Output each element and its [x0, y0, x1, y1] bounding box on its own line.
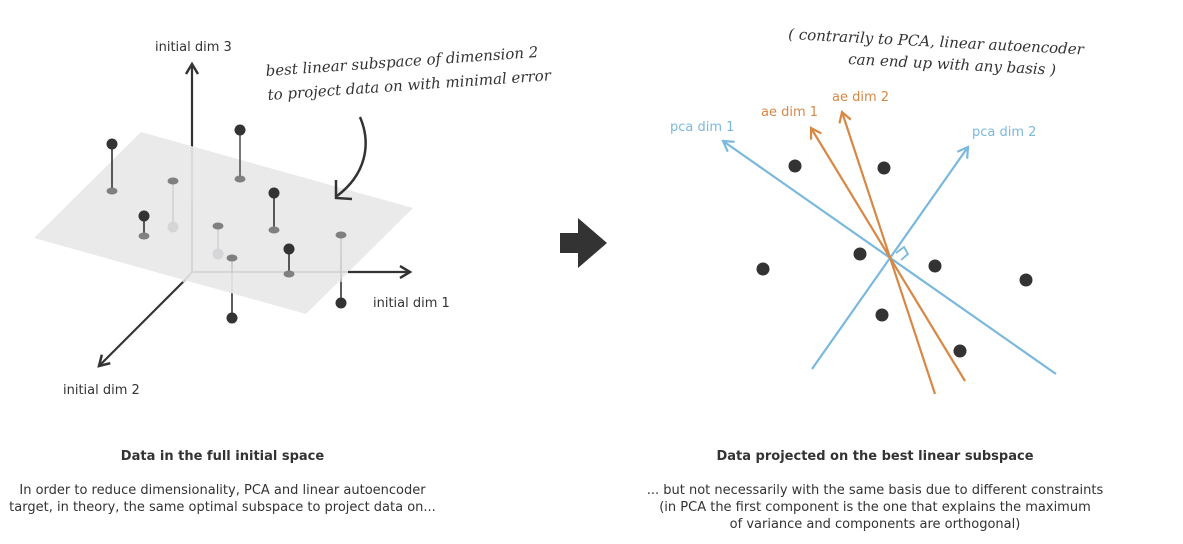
axis-label-dim2: initial dim 2 — [63, 383, 140, 398]
basis-annotation-line1: ( contrarily to PCA, linear autoencoder — [788, 25, 1085, 59]
ae-dim2-label: ae dim 2 — [832, 90, 889, 105]
projected-data-point — [877, 161, 891, 175]
projected-point — [106, 187, 118, 195]
ae-dim2-axis — [838, 109, 937, 395]
data-point-faint — [167, 221, 179, 233]
data-point — [226, 312, 238, 324]
left-panel: initial dim 3 initial dim 1 initial dim … — [34, 40, 552, 398]
right-caption-body: ... but not necessarily with the same ba… — [640, 482, 1110, 533]
projected-point — [234, 175, 246, 183]
data-point — [138, 210, 150, 222]
projected-data-point — [875, 308, 889, 322]
left-caption-line: target, in theory, the same optimal subs… — [9, 500, 436, 515]
projected-data-point — [928, 259, 942, 273]
data-point — [106, 138, 118, 150]
right-arrow-icon — [560, 218, 607, 268]
data-point-faint — [212, 248, 224, 260]
curved-pointer-arrow-icon — [336, 116, 367, 197]
projected-data-point — [1019, 273, 1033, 287]
projected-point — [335, 231, 347, 239]
projected-point — [268, 226, 280, 234]
right-panel: ( contrarily to PCA, linear autoencoder … — [670, 25, 1085, 395]
point-above-group — [106, 124, 295, 278]
projected-data-point — [853, 247, 867, 261]
pca-dim1-label: pca dim 1 — [670, 120, 734, 135]
projected-point — [167, 177, 179, 185]
right-caption-line: (in PCA the first component is the one t… — [659, 500, 1091, 515]
data-point — [268, 187, 280, 199]
left-caption-title: Data in the full initial space — [120, 449, 325, 464]
projected-data-point — [953, 344, 967, 358]
projected-point — [226, 254, 238, 262]
right-caption-title: Data projected on the best linear subspa… — [716, 449, 1034, 464]
curved-pointer-arrowhead — [334, 180, 353, 201]
axis-dim2 — [99, 278, 187, 366]
projected-point — [212, 222, 224, 230]
projected-point — [283, 270, 295, 278]
axis-label-dim3: initial dim 3 — [155, 40, 232, 55]
right-caption: Data projected on the best linear subspa… — [640, 449, 1110, 533]
projected-data-point — [756, 262, 770, 276]
data-point — [335, 297, 347, 309]
right-angle-marker — [895, 245, 910, 261]
axis-dim2-on-plane — [182, 271, 193, 283]
left-caption-line: In order to reduce dimensionality, PCA a… — [19, 483, 426, 498]
ae-dim1-label: ae dim 1 — [761, 105, 818, 120]
right-caption-line: of variance and components are orthogona… — [729, 517, 1021, 532]
data-point — [283, 243, 295, 255]
projected-data-point — [788, 159, 802, 173]
pca-dim2-label: pca dim 2 — [972, 125, 1036, 140]
subspace-plane — [34, 132, 413, 314]
left-caption: Data in the full initial space In order … — [0, 449, 445, 516]
projected-point — [138, 232, 150, 240]
left-caption-body: In order to reduce dimensionality, PCA a… — [0, 482, 445, 516]
data-point — [234, 124, 246, 136]
right-caption-line: ... but not necessarily with the same ba… — [646, 483, 1104, 498]
axis-label-dim1: initial dim 1 — [373, 296, 450, 311]
